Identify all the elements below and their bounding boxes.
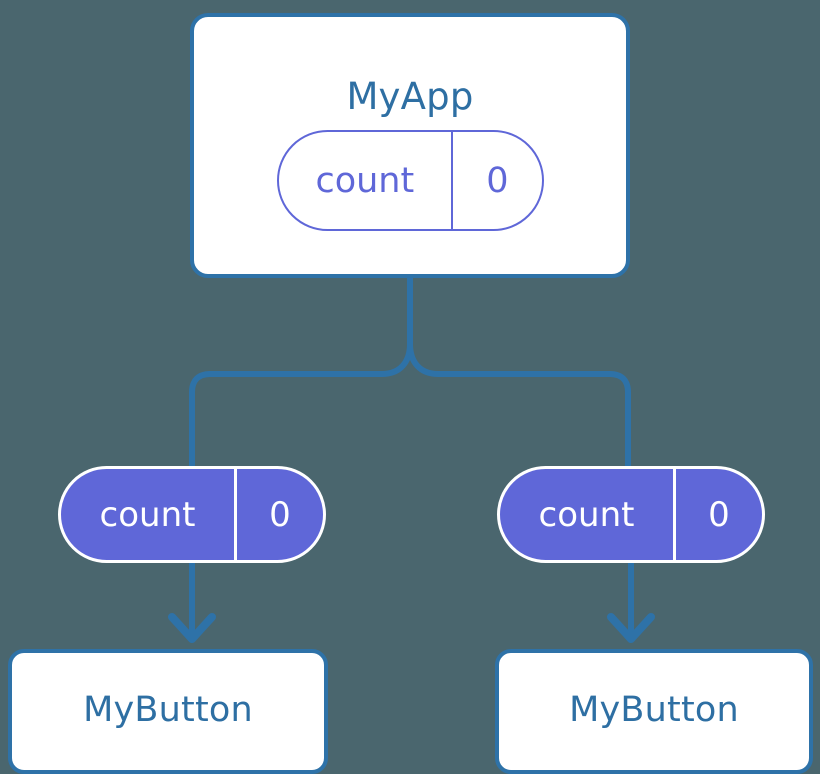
component-card-mybutton-right[interactable]: MyButton	[495, 649, 813, 774]
prop-pill-key: count	[500, 469, 676, 560]
arrow-down-icon-left	[168, 560, 216, 643]
state-pill-key: count	[279, 132, 453, 229]
component-name-myapp: MyApp	[346, 75, 474, 118]
prop-pill-right-count[interactable]: count 0	[497, 466, 765, 563]
component-card-mybutton-left[interactable]: MyButton	[8, 649, 328, 774]
state-pill-value: 0	[486, 160, 509, 201]
state-pill-myapp-count[interactable]: count 0	[277, 130, 544, 231]
arrow-down-icon-right	[607, 560, 655, 643]
prop-pill-key: count	[61, 469, 237, 560]
prop-pill-value: 0	[269, 494, 291, 535]
prop-pill-value: 0	[708, 494, 730, 535]
connector-branch-left	[189, 343, 413, 470]
prop-pill-left-count[interactable]: count 0	[58, 466, 326, 563]
component-name-mybutton-left: MyButton	[83, 690, 253, 730]
connector-branch-right	[407, 343, 631, 470]
component-name-mybutton-right: MyButton	[569, 690, 739, 730]
